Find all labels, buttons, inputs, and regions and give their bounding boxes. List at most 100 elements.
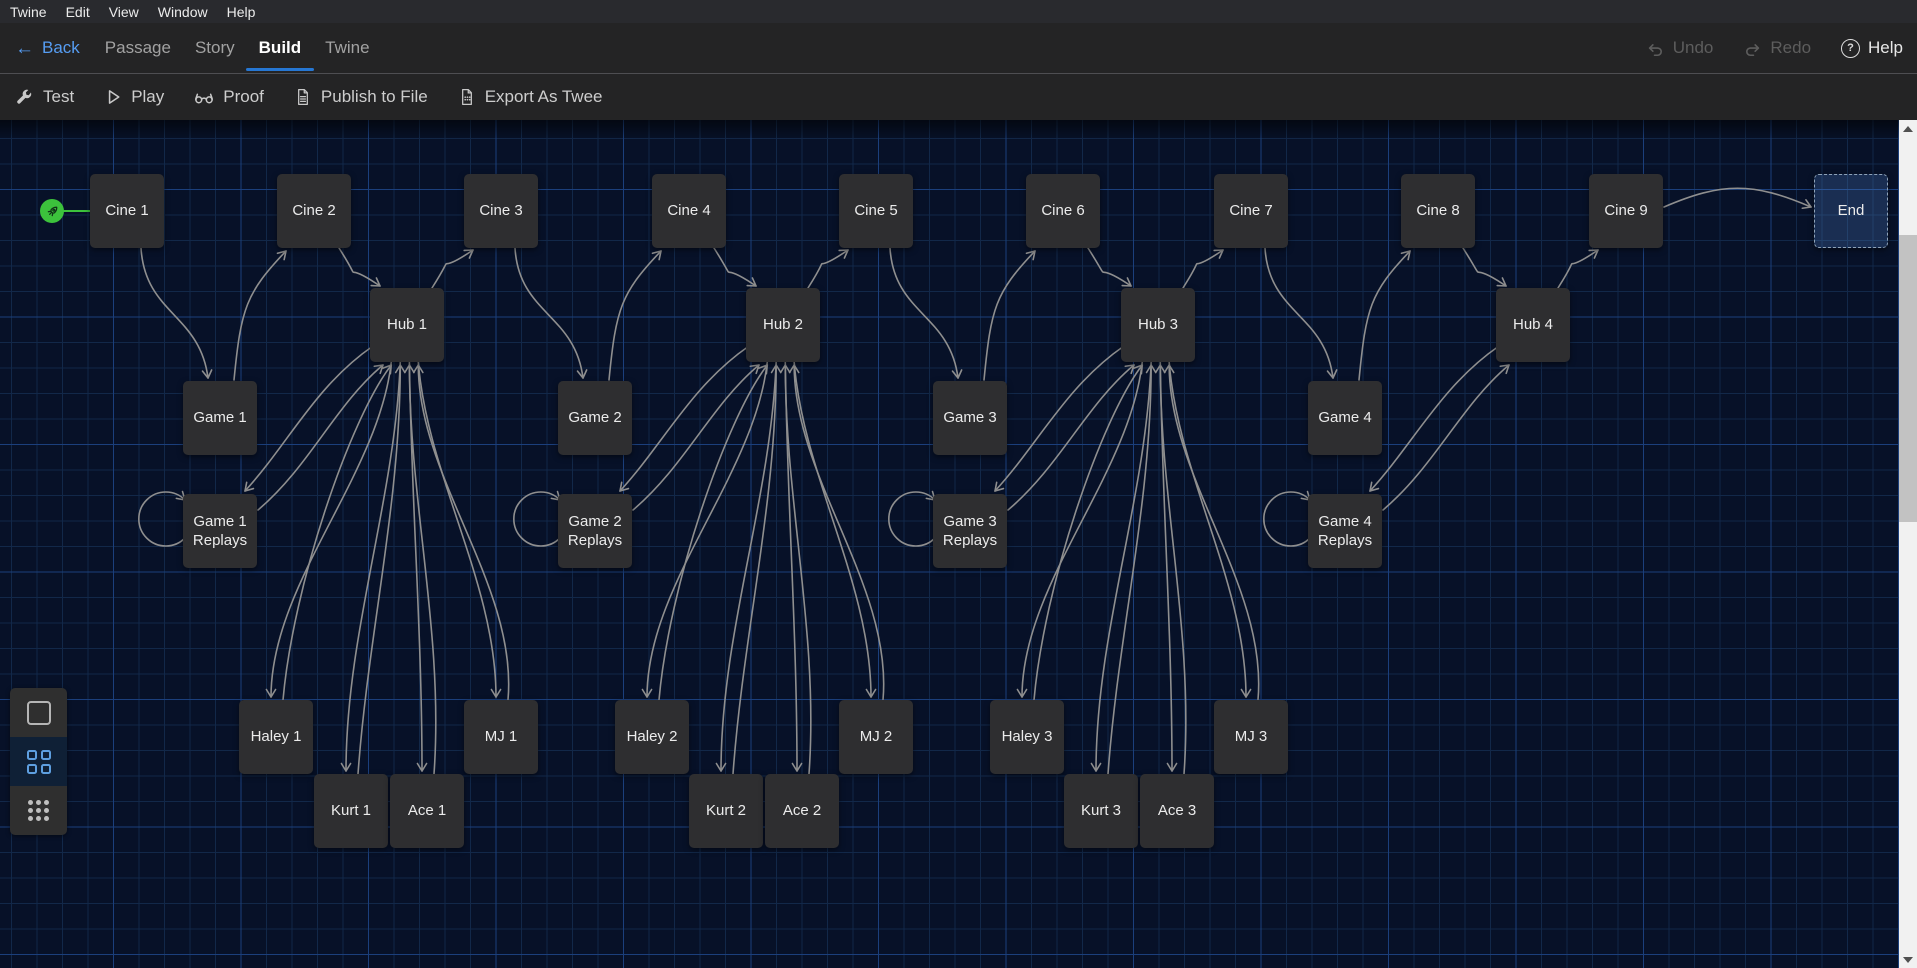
passage-label: End: [1837, 202, 1865, 220]
nav-bar: ← Back Passage Story Build Twine Undo Re…: [0, 23, 1917, 74]
passage-label: Cine 8: [1416, 202, 1460, 220]
glasses-icon: [195, 93, 214, 104]
help-icon: ?: [1841, 38, 1861, 58]
passage-label: Game 4: [1318, 409, 1372, 427]
passage-label: MJ 2: [859, 728, 893, 746]
start-rocket-badge: [40, 199, 64, 223]
passage-cine1[interactable]: Cine 1: [90, 174, 164, 248]
publish-to-file-button[interactable]: Publish to File: [294, 87, 428, 107]
passage-ace1[interactable]: Ace 1: [390, 774, 464, 848]
passage-hub1[interactable]: Hub 1: [370, 288, 444, 362]
scrollbar-thumb[interactable]: [1899, 235, 1917, 522]
zoom-small-button[interactable]: [10, 786, 67, 835]
passage-end[interactable]: End: [1814, 174, 1888, 248]
play-button[interactable]: Play: [104, 87, 164, 107]
document-binary-icon: [461, 88, 472, 106]
passage-cine8[interactable]: Cine 8: [1401, 174, 1475, 248]
passage-cine5[interactable]: Cine 5: [839, 174, 913, 248]
story-graph-links: [62, 187, 1812, 775]
proof-button[interactable]: Proof: [194, 87, 264, 107]
passage-label: Cine 9: [1604, 202, 1648, 220]
passage-cine7[interactable]: Cine 7: [1214, 174, 1288, 248]
passage-label: Game 3: [943, 409, 997, 427]
passage-label: Haley 2: [626, 728, 678, 746]
passage-hub2[interactable]: Hub 2: [746, 288, 820, 362]
passage-haley1[interactable]: Haley 1: [239, 700, 313, 774]
tab-build[interactable]: Build: [245, 23, 314, 73]
undo-button[interactable]: Undo: [1646, 38, 1713, 58]
menu-item-window[interactable]: Window: [157, 3, 208, 20]
zoom-large-button[interactable]: [10, 688, 67, 737]
passage-label: Game 1 Replays: [192, 512, 248, 550]
undo-icon: [1648, 43, 1662, 56]
passage-cine6[interactable]: Cine 6: [1026, 174, 1100, 248]
passage-label: Haley 3: [1001, 728, 1053, 746]
passage-kurt3[interactable]: Kurt 3: [1064, 774, 1138, 848]
passage-label: Game 3 Replays: [942, 512, 998, 550]
passage-label: Game 2 Replays: [567, 512, 623, 550]
passage-cine3[interactable]: Cine 3: [464, 174, 538, 248]
vertical-scrollbar: [1899, 120, 1917, 968]
passage-label: Hub 1: [386, 316, 428, 334]
passage-mj3[interactable]: MJ 3: [1214, 700, 1288, 774]
passage-haley3[interactable]: Haley 3: [990, 700, 1064, 774]
app-menu-bar: Twine Edit View Window Help: [0, 0, 1917, 23]
passage-game4[interactable]: Game 4: [1308, 381, 1382, 455]
menu-item-twine[interactable]: Twine: [10, 3, 47, 20]
passage-kurt1[interactable]: Kurt 1: [314, 774, 388, 848]
zoom-medium-button[interactable]: [10, 737, 67, 786]
tab-story[interactable]: Story: [194, 38, 235, 57]
passage-kurt2[interactable]: Kurt 2: [689, 774, 763, 848]
menu-item-edit[interactable]: Edit: [65, 3, 90, 20]
passage-label: Game 1: [193, 409, 247, 427]
passage-rep1[interactable]: Game 1 Replays: [183, 494, 257, 568]
passage-label: Ace 2: [782, 802, 822, 820]
passage-cine9[interactable]: Cine 9: [1589, 174, 1663, 248]
scroll-down-button[interactable]: [1899, 951, 1917, 968]
arrow-up-icon: [1903, 125, 1913, 132]
tab-twine[interactable]: Twine: [325, 38, 370, 57]
passage-hub3[interactable]: Hub 3: [1121, 288, 1195, 362]
passage-rep3[interactable]: Game 3 Replays: [933, 494, 1007, 568]
passage-label: MJ 3: [1234, 728, 1268, 746]
passage-rep4[interactable]: Game 4 Replays: [1308, 494, 1382, 568]
menu-item-help[interactable]: Help: [226, 3, 256, 20]
passage-mj1[interactable]: MJ 1: [464, 700, 538, 774]
zoom-controls: [10, 688, 67, 835]
passage-hub4[interactable]: Hub 4: [1496, 288, 1570, 362]
passage-ace3[interactable]: Ace 3: [1140, 774, 1214, 848]
passage-label: Kurt 3: [1080, 802, 1122, 820]
square-icon: [26, 700, 51, 725]
menu-item-view[interactable]: View: [108, 3, 139, 20]
passage-label: Kurt 1: [330, 802, 372, 820]
passage-ace2[interactable]: Ace 2: [765, 774, 839, 848]
passage-cine2[interactable]: Cine 2: [277, 174, 351, 248]
story-map-canvas[interactable]: Cine 1 Cine 2 Cine 3 Cine 4 Cine 5 Cine 6 Cine…: [0, 120, 1899, 968]
passage-mj2[interactable]: MJ 2: [839, 700, 913, 774]
back-label: Back: [42, 38, 80, 57]
passage-game1[interactable]: Game 1: [183, 381, 257, 455]
redo-button[interactable]: Redo: [1743, 38, 1811, 58]
passage-cine4[interactable]: Cine 4: [652, 174, 726, 248]
tab-passage[interactable]: Passage: [104, 38, 171, 57]
passage-rep2[interactable]: Game 2 Replays: [558, 494, 632, 568]
passage-label: MJ 1: [484, 728, 518, 746]
passage-haley2[interactable]: Haley 2: [615, 700, 689, 774]
back-button[interactable]: ← Back: [15, 38, 80, 58]
passage-label: Kurt 2: [705, 802, 747, 820]
back-arrow-icon: ←: [15, 37, 34, 59]
passage-label: Cine 4: [667, 202, 711, 220]
help-button[interactable]: ? Help: [1841, 38, 1903, 58]
passage-game2[interactable]: Game 2: [558, 381, 632, 455]
passage-label: Cine 5: [854, 202, 898, 220]
passage-label: Cine 7: [1229, 202, 1273, 220]
passage-label: Haley 1: [250, 728, 302, 746]
passage-label: Hub 3: [1137, 316, 1179, 334]
nav-right-group: Undo Redo ? Help: [1646, 23, 1903, 73]
test-button[interactable]: Test: [16, 87, 74, 107]
passage-game3[interactable]: Game 3: [933, 381, 1007, 455]
export-as-twee-button[interactable]: Export As Twee: [458, 87, 603, 107]
rocket-icon: [47, 206, 57, 216]
scroll-up-button[interactable]: [1899, 120, 1917, 137]
build-toolbar: Test Play Proof Publish to File Export A…: [0, 74, 1917, 120]
